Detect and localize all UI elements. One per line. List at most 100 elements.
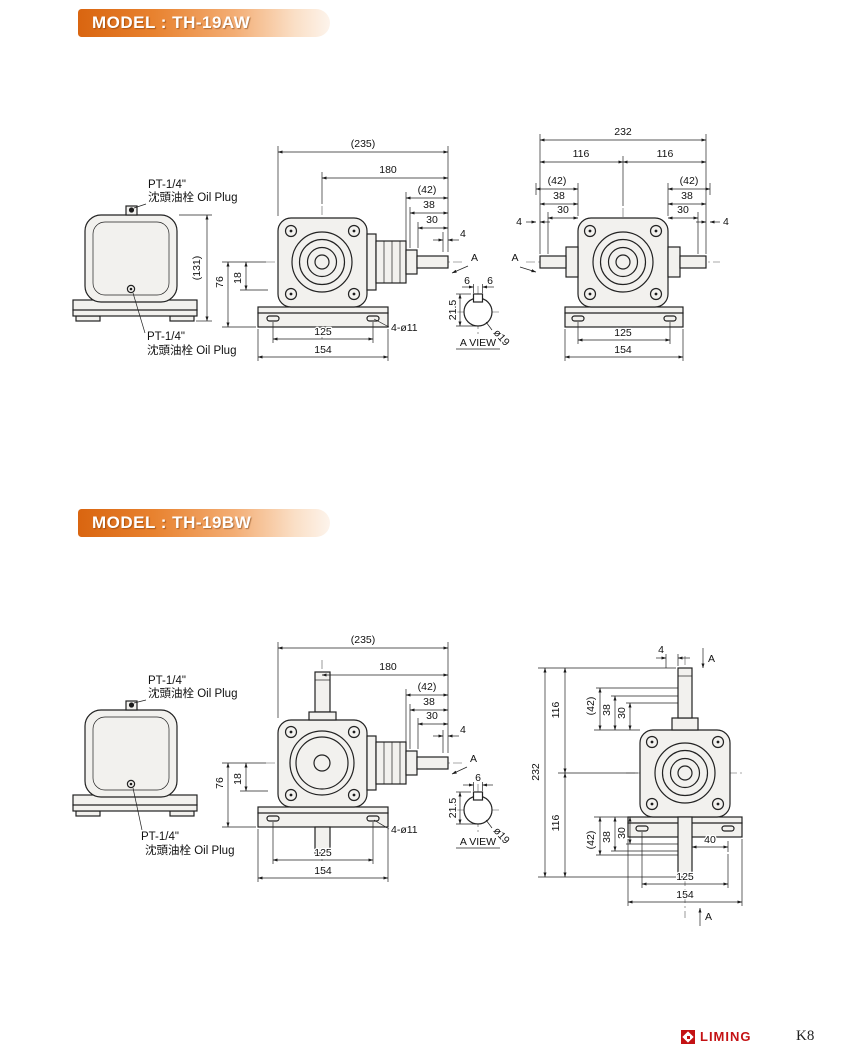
bw-dim-38: 38 [409,695,449,749]
oil-plug-bottom-icon [126,779,136,789]
aw-dim-116-left: 116 [539,147,624,206]
dim-232-label: 232 [530,763,542,781]
dim-116a-label: 116 [573,148,590,160]
dim-l4-label: 4 [516,216,522,228]
bw-dim-top-stack: (42) 38 30 [584,687,678,731]
bw-dim-232: 232 [529,667,676,878]
dim-b42-label: (42) [585,831,597,850]
bw-side-view [72,700,198,817]
dim-6a-label: 6 [464,275,470,287]
bw-pt-top-label: PT-1/4" [148,675,186,687]
aw-side-view [72,205,198,322]
aw-dim-18: 18 [231,261,268,291]
dim-76-label: 76 [214,777,226,789]
bw-dim-116-bottom: 116 [549,772,567,878]
bw-pt-bottom-label: PT-1/4" [141,831,179,843]
dim-6-label: 6 [475,772,481,784]
dim-125-label: 125 [614,327,632,339]
aw-dim-30: 30 [417,213,449,248]
aw-dim-38: 38 [409,198,449,248]
aw-front-view [257,206,465,340]
model-header-aw: MODEL : TH-19AW [78,9,330,37]
dim-l38-label: 38 [553,190,565,202]
aw-dim-116-right: 116 [622,147,707,164]
section-a-label: A [511,252,518,264]
aw-dim-right-stack: (42) 38 30 4 [667,174,730,254]
bw-section-arrow-a: A [451,752,478,775]
holes-label: 4-ø11 [391,824,418,836]
bw-front-view [257,660,465,862]
bw-dim-180: 180 [321,660,449,677]
bw-dim-154: 154 [257,829,389,882]
dim-38-label: 38 [423,199,435,211]
dim-125-label: 125 [314,326,332,338]
aw-pt-bottom-label: PT-1/4" [147,331,185,343]
aw-rear-view [526,208,720,340]
bw-section-arrow-a-bottom: A [698,907,713,926]
aw-dim-154: 154 [257,329,389,361]
aw-dim-left-stack: (42) 38 30 4 [515,174,579,254]
aw-dim-76: 76 [213,261,266,328]
dim-40-label: 40 [704,834,716,846]
bw-section-arrow-a-top: A [701,648,716,669]
section-a-label: A [705,911,712,923]
dim-154-label: 154 [314,344,332,356]
aw-rear-dim-125: 125 [577,322,671,344]
dim-76-label: 76 [214,276,226,288]
aw-dim-42: (42) [405,183,449,248]
dim-30-label: 30 [426,214,438,226]
dim-l30-label: 30 [557,204,569,216]
bw-oil-plug-callout-top: PT-1/4" 沈頭油栓 Oil Plug [133,674,239,704]
holes-label: 4-ø11 [391,322,418,334]
aw-dim-125: 125 [272,322,374,343]
model-title-bw: MODEL : TH-19BW [92,513,252,532]
brand-name: LIMING [700,1029,752,1044]
dim-l42-label: (42) [548,175,567,187]
bw-output-dim-125: 125 [641,832,729,888]
dim-r30-label: 30 [677,204,689,216]
a-view-label: A VIEW [460,836,496,848]
dim-116a-label: 116 [550,701,562,718]
model-header-bw: MODEL : TH-19BW [78,509,330,537]
dim-t30-label: 30 [616,707,628,719]
aw-holes-callout: 4-ø11 [373,318,419,335]
model-title-aw: MODEL : TH-19AW [92,13,251,32]
aw-oil-bottom-label: 沈頭油栓 Oil Plug [147,343,236,357]
aw-dim-180: 180 [321,163,449,204]
oil-plug-top-icon [128,702,135,708]
aw-rear-section-arrow-a: A [510,251,537,273]
dim-154-label: 154 [676,889,694,901]
dim-b38-label: 38 [601,831,613,843]
aw-oil-plug-callout-bottom: PT-1/4" 沈頭油栓 Oil Plug [132,292,238,358]
dim-r42-label: (42) [680,175,699,187]
bw-dim-4-top: 4 [656,643,690,668]
footer: LIMING K8 [0,1028,846,1052]
aw-oil-plug-callout-top: PT-1/4" 沈頭油栓 Oil Plug [133,178,239,209]
dim-232-label: 232 [614,126,632,138]
aw-oil-top-label: 沈頭油栓 Oil Plug [148,190,237,204]
aw-dim-235: (235) [277,137,449,252]
dim-r38-label: 38 [681,190,693,202]
dim-154-label: 154 [614,344,632,356]
dim-r4-label: 4 [723,216,729,228]
page-number: K8 [796,1028,815,1044]
dim-21-5-label: 21.5 [447,798,459,819]
section-a-label: A [471,252,478,264]
bw-output-dim-154: 154 [627,839,743,906]
bw-dim-42: (42) [405,680,449,749]
aw-dim-131: (131) [179,214,212,322]
liming-logo-icon [681,1030,695,1044]
aw-section-arrow-a: A [451,251,479,274]
dim-6b-label: 6 [487,275,493,287]
dim-18-label: 18 [232,773,244,785]
dim-42-label: (42) [418,184,437,196]
dim-125-label: 125 [314,847,332,859]
bw-holes-callout: 4-ø11 [373,819,419,837]
bw-output-view [626,656,744,918]
bw-dim-18: 18 [231,762,268,792]
dim-t38-label: 38 [601,704,613,716]
bw-dim-125: 125 [272,822,374,864]
dim-131-label: (131) [191,256,203,281]
aw-rear-dim-154: 154 [564,329,684,361]
